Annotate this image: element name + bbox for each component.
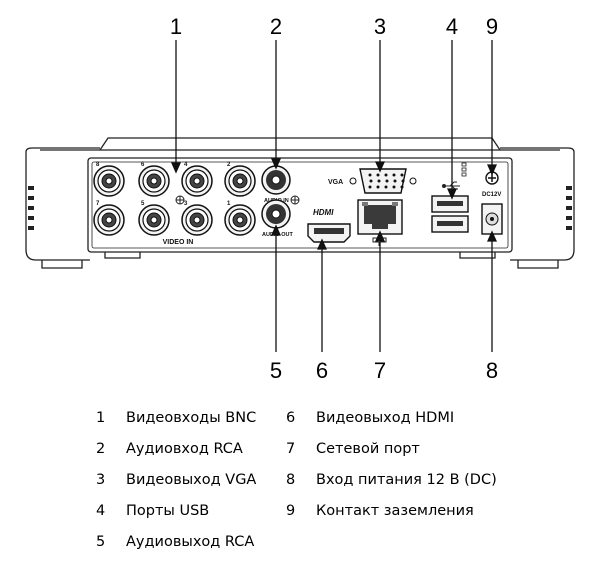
- dc-label: DC12V: [482, 192, 501, 198]
- bnc-connector: [224, 165, 256, 197]
- bnc-channel-number: 8: [96, 162, 100, 168]
- vga-pin: [369, 179, 373, 183]
- legend-text: Видеовходы BNC: [126, 410, 257, 426]
- legend-number: 1: [96, 410, 106, 426]
- bnc-connector: [181, 204, 213, 236]
- bnc-channel-number: 6: [141, 162, 145, 168]
- vga-pin: [384, 173, 388, 177]
- vga-pin: [392, 185, 396, 189]
- bnc-channel-number: 4: [184, 162, 188, 168]
- legend-text: Аудиовход RCA: [126, 441, 243, 457]
- bnc-video-inputs: 8 6 4 2 7 5 3 1: [93, 162, 256, 236]
- callout-8: 8: [486, 358, 498, 383]
- vga-label: VGA: [328, 179, 343, 186]
- legend-item: 5 Аудиовыход RCA: [96, 534, 254, 550]
- callout-6: 6: [316, 358, 328, 383]
- side-vents: [28, 186, 572, 230]
- ground-icon: [290, 195, 300, 205]
- callout-1: 1: [170, 14, 182, 39]
- bnc-ground-symbol: [175, 195, 185, 205]
- legend-number: 7: [286, 441, 296, 457]
- vga-pin: [376, 185, 380, 189]
- callout-7: 7: [374, 358, 386, 383]
- legend-text: Аудиовыход RCA: [126, 534, 255, 550]
- legend-number: 4: [96, 503, 106, 519]
- legend: 1 Видеовходы BNC 2 Аудиовход RCA 3 Видеовых…: [96, 410, 576, 560]
- legend-text: Вход питания 12 В (DC): [316, 472, 497, 488]
- hdmi-port: [307, 223, 351, 243]
- bnc-connector: [224, 204, 256, 236]
- leader-lines: [170, 40, 498, 352]
- bnc-channel-number: 7: [96, 201, 100, 207]
- bnc-channel-number: 3: [184, 201, 188, 207]
- legend-text: Порты USB: [126, 503, 210, 519]
- hdmi-logo: HDMI: [313, 208, 334, 217]
- legend-number: 8: [286, 472, 296, 488]
- vga-pin: [401, 179, 405, 183]
- legend-number: 3: [96, 472, 106, 488]
- legend-item: 2 Аудиовход RCA: [96, 441, 243, 457]
- legend-item: 4 Порты USB: [96, 503, 209, 519]
- bnc-connector: [93, 165, 125, 197]
- audio-in-rca: [261, 165, 291, 195]
- callout-2: 2: [270, 14, 282, 39]
- vga-pin: [384, 185, 388, 189]
- vga-pin: [385, 179, 389, 183]
- legend-text: Контакт заземления: [316, 503, 474, 519]
- device-chassis: [25, 137, 575, 269]
- legend-item: 6 Видеовыход HDMI: [286, 410, 454, 426]
- legend-text: Сетевой порт: [316, 441, 420, 457]
- callout-3: 3: [374, 14, 386, 39]
- vga-pin: [392, 173, 396, 177]
- ground-screw: [485, 171, 499, 185]
- callout-5: 5: [270, 358, 282, 383]
- legend-text: Видеовыход VGA: [126, 472, 257, 488]
- vga-pin: [400, 185, 404, 189]
- vga-pin: [377, 179, 381, 183]
- vga-pin: [400, 173, 404, 177]
- callout-4: 4: [446, 14, 458, 39]
- bnc-connector: [138, 204, 170, 236]
- audio-out-rca: [261, 199, 291, 229]
- led-indicators: [461, 162, 467, 177]
- video-in-label: VIDEO IN: [163, 239, 194, 246]
- network-port: [357, 199, 403, 235]
- legend-item: 3 Видеовыход VGA: [96, 472, 256, 488]
- vga-pin: [368, 173, 372, 177]
- vga-pin: [393, 179, 397, 183]
- bnc-connector: [138, 165, 170, 197]
- legend-number: 6: [286, 410, 296, 426]
- legend-number: 2: [96, 441, 106, 457]
- usb-icon: [442, 181, 460, 190]
- callout-9: 9: [486, 14, 498, 39]
- bnc-channel-number: 2: [227, 162, 231, 168]
- legend-text: Видеовыход HDMI: [316, 410, 455, 426]
- legend-item: 9 Контакт заземления: [286, 503, 474, 519]
- legend-item: 7 Сетевой порт: [286, 441, 420, 457]
- vga-pin: [368, 185, 372, 189]
- legend-item: 1 Видеовходы BNC: [96, 410, 256, 426]
- vga-port: [349, 168, 417, 194]
- legend-number: 9: [286, 503, 296, 519]
- bnc-channel-number: 5: [141, 201, 145, 207]
- vga-pin: [376, 173, 380, 177]
- legend-number: 5: [96, 534, 106, 550]
- bnc-channel-number: 1: [227, 201, 231, 207]
- legend-item: 8 Вход питания 12 В (DC): [286, 472, 497, 488]
- bnc-connector: [181, 165, 213, 197]
- dc-power-jack: [481, 203, 503, 235]
- bnc-connector: [93, 204, 125, 236]
- usb-ports: [431, 195, 469, 233]
